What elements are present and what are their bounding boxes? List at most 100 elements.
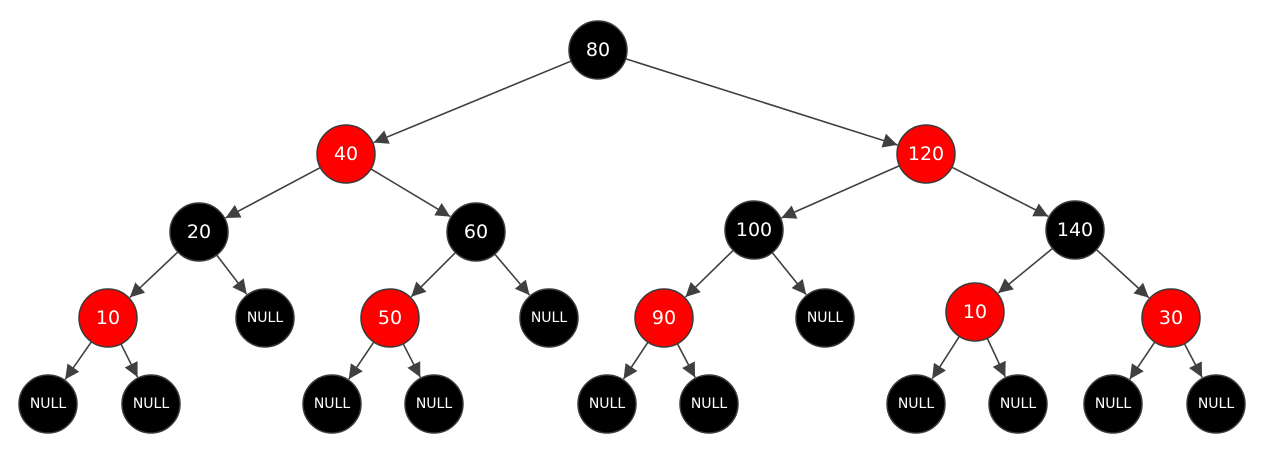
node-label: NULL	[247, 310, 284, 326]
node-label: 100	[736, 219, 772, 241]
node-label: NULL	[691, 396, 728, 412]
node-label: 120	[908, 143, 944, 165]
edge-n20-to-nl1	[216, 254, 248, 295]
edge-n10a-to-nl5	[120, 343, 139, 378]
node-label: NULL	[1000, 396, 1037, 412]
edge-n120-to-n140	[951, 166, 1049, 218]
tree-node-80: 80	[568, 20, 628, 80]
edge-n100-to-n90	[684, 249, 734, 298]
null-leaf-node: NULL	[235, 288, 295, 348]
edge-n120-to-n100	[781, 164, 900, 219]
node-label: NULL	[30, 396, 67, 412]
black-node-circle	[886, 374, 946, 434]
edge-n10b-to-nl10	[931, 335, 961, 380]
black-node-circle	[988, 374, 1048, 434]
null-leaf-node: NULL	[302, 374, 362, 434]
tree-node-100: 100	[724, 200, 784, 260]
black-node-circle	[235, 288, 295, 348]
tree-node-20: 20	[169, 202, 229, 262]
node-label: 10	[963, 301, 987, 323]
black-node-circle	[446, 202, 506, 262]
red-node-circle	[78, 288, 138, 348]
tree-node-90: 90	[634, 288, 694, 348]
tree-node-50: 50	[360, 288, 420, 348]
node-label: 30	[1159, 307, 1183, 329]
edge-n20-to-n10a	[129, 251, 179, 298]
black-node-circle	[795, 288, 855, 348]
black-node-circle	[724, 200, 784, 260]
null-leaf-node: NULL	[795, 288, 855, 348]
null-leaf-node: NULL	[121, 374, 181, 434]
edge-n140-to-n30	[1095, 249, 1150, 299]
red-node-circle	[896, 124, 956, 184]
tree-node-40: 40	[316, 124, 376, 184]
node-label: NULL	[898, 396, 935, 412]
node-label: 90	[652, 307, 676, 329]
node-label: 140	[1057, 219, 1093, 241]
node-label: 50	[378, 307, 402, 329]
node-label: NULL	[1095, 396, 1132, 412]
black-node-circle	[1083, 374, 1143, 434]
black-node-circle	[18, 374, 78, 434]
black-node-circle	[404, 374, 464, 434]
null-leaf-node: NULL	[1083, 374, 1143, 434]
red-node-circle	[1141, 288, 1201, 348]
null-leaf-node: NULL	[404, 374, 464, 434]
black-node-circle	[169, 202, 229, 262]
edge-n40-to-n20	[225, 166, 321, 219]
edge-n50-to-nl6	[348, 341, 375, 380]
edge-n50-to-nl7	[402, 343, 422, 378]
node-label: NULL	[314, 396, 351, 412]
tree-node-120: 120	[896, 124, 956, 184]
edge-n30-to-nl13	[1183, 343, 1203, 378]
node-label: 20	[187, 221, 211, 243]
null-leaf-node: NULL	[18, 374, 78, 434]
node-label: NULL	[416, 396, 453, 412]
tree-node-10: 10	[945, 282, 1005, 342]
black-node-circle	[568, 20, 628, 80]
black-node-circle	[519, 288, 579, 348]
node-label: NULL	[589, 396, 626, 412]
red-node-circle	[634, 288, 694, 348]
edge-n10b-to-nl11	[986, 337, 1007, 378]
tree-node-140: 140	[1045, 200, 1105, 260]
black-node-circle	[1045, 200, 1105, 260]
edge-n90-to-nl9	[676, 343, 696, 378]
null-leaf-node: NULL	[577, 374, 637, 434]
node-label: NULL	[807, 310, 844, 326]
null-leaf-node: NULL	[1186, 374, 1246, 434]
edge-n10a-to-nl4	[64, 341, 93, 380]
null-leaf-node: NULL	[886, 374, 946, 434]
null-leaf-node: NULL	[519, 288, 579, 348]
black-node-circle	[1186, 374, 1246, 434]
black-node-circle	[577, 374, 637, 434]
node-label: 60	[464, 221, 488, 243]
black-node-circle	[679, 374, 739, 434]
edge-n140-to-n10b	[997, 247, 1054, 294]
edge-n80-to-n40	[373, 60, 572, 144]
edge-n100-to-nl3	[771, 252, 807, 296]
black-node-circle	[121, 374, 181, 434]
edges-layer	[64, 58, 1203, 380]
node-label: NULL	[1198, 396, 1235, 412]
node-label: 10	[96, 307, 120, 329]
node-label: 80	[586, 39, 610, 61]
red-node-circle	[945, 282, 1005, 342]
edge-n80-to-n120	[625, 58, 898, 148]
node-label: NULL	[531, 310, 568, 326]
edge-n90-to-nl8	[622, 341, 649, 380]
tree-node-60: 60	[446, 202, 506, 262]
tree-node-30: 30	[1141, 288, 1201, 348]
edge-n30-to-nl12	[1129, 341, 1156, 380]
red-node-circle	[316, 124, 376, 184]
tree-node-10: 10	[78, 288, 138, 348]
null-leaf-node: NULL	[679, 374, 739, 434]
edge-n60-to-n50	[410, 251, 457, 298]
edge-n60-to-nl2	[494, 253, 531, 296]
black-node-circle	[302, 374, 362, 434]
node-label: NULL	[133, 396, 170, 412]
edge-n40-to-n60	[370, 168, 451, 218]
node-label: 40	[334, 143, 358, 165]
